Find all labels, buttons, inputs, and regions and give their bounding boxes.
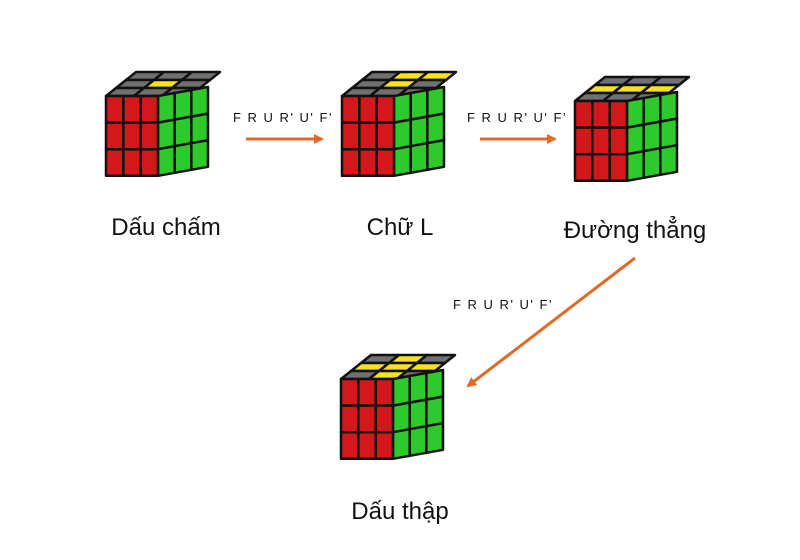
front-sticker	[357, 430, 377, 461]
right-sticker	[408, 398, 428, 431]
right-sticker	[659, 143, 679, 177]
right-sticker	[392, 144, 412, 178]
front-sticker	[122, 121, 142, 151]
right-sticker	[391, 401, 411, 434]
front-sticker	[591, 152, 611, 183]
front-sticker	[358, 94, 378, 124]
right-sticker	[409, 115, 429, 148]
front-sticker	[104, 94, 125, 124]
cube-stage-l	[340, 70, 466, 190]
right-sticker	[425, 421, 445, 455]
right-sticker	[190, 138, 210, 172]
right-sticker	[391, 427, 411, 461]
algorithm-label-2: F R U R' U' F'	[467, 110, 567, 125]
right-sticker	[156, 91, 176, 124]
cube-drawing	[339, 353, 457, 461]
front-sticker	[591, 126, 611, 156]
front-sticker	[340, 121, 361, 151]
front-sticker	[608, 152, 629, 183]
front-sticker	[573, 99, 594, 129]
front-sticker	[339, 404, 360, 434]
cube-drawing	[104, 70, 222, 178]
front-sticker	[573, 152, 594, 183]
front-sticker	[122, 147, 142, 178]
cube-drawing	[340, 70, 458, 178]
algorithm-label-1: F R U R' U' F'	[233, 110, 333, 125]
arrow-line-to-cross	[466, 256, 636, 388]
right-sticker	[426, 85, 446, 118]
right-sticker	[156, 144, 176, 178]
right-sticker	[642, 93, 662, 126]
cube-stage-line	[573, 75, 699, 195]
right-sticker	[156, 118, 176, 151]
front-sticker	[375, 94, 396, 124]
right-sticker	[190, 85, 210, 118]
front-sticker	[608, 126, 629, 156]
front-sticker	[104, 121, 125, 151]
right-sticker	[659, 117, 679, 150]
front-sticker	[358, 121, 378, 151]
front-sticker	[339, 377, 360, 407]
right-sticker	[659, 90, 679, 123]
right-sticker	[190, 112, 210, 145]
front-sticker	[375, 147, 396, 178]
right-sticker	[426, 112, 446, 145]
right-sticker	[173, 88, 193, 121]
front-sticker	[357, 377, 377, 407]
cube-stage-cross	[339, 353, 465, 473]
cube-stage-dot	[104, 70, 230, 190]
right-sticker	[625, 96, 645, 129]
right-sticker	[173, 141, 193, 175]
front-sticker	[139, 147, 160, 178]
front-sticker	[374, 377, 395, 407]
front-sticker	[375, 121, 396, 151]
right-sticker	[625, 123, 645, 156]
front-sticker	[357, 404, 377, 434]
front-sticker	[591, 99, 611, 129]
right-sticker	[409, 141, 429, 175]
front-sticker	[340, 94, 361, 124]
right-sticker	[408, 424, 428, 458]
right-sticker	[425, 368, 445, 401]
front-sticker	[608, 99, 629, 129]
front-sticker	[374, 430, 395, 461]
front-sticker	[139, 121, 160, 151]
front-sticker	[340, 147, 361, 178]
front-sticker	[339, 430, 360, 461]
right-sticker	[425, 395, 445, 428]
right-sticker	[642, 146, 662, 180]
front-sticker	[358, 147, 378, 178]
front-sticker	[573, 126, 594, 156]
stage-label-dot: Dấu chấm	[111, 214, 221, 241]
stage-label-line: Đường thẳng	[563, 217, 707, 244]
front-sticker	[122, 94, 142, 124]
right-sticker	[426, 138, 446, 172]
algorithm-label-3: F R U R' U' F'	[453, 297, 553, 312]
front-sticker	[374, 404, 395, 434]
right-sticker	[409, 88, 429, 121]
right-sticker	[173, 115, 193, 148]
front-sticker	[104, 147, 125, 178]
stage-label-cross: Dấu thập	[351, 498, 449, 525]
right-sticker	[392, 118, 412, 151]
cube-drawing	[573, 75, 691, 183]
right-sticker	[625, 149, 645, 183]
right-sticker	[391, 374, 411, 407]
right-sticker	[408, 371, 428, 404]
front-sticker	[139, 94, 160, 124]
right-sticker	[392, 91, 412, 124]
stage-label-l: Chữ L	[366, 214, 434, 241]
right-sticker	[642, 120, 662, 153]
